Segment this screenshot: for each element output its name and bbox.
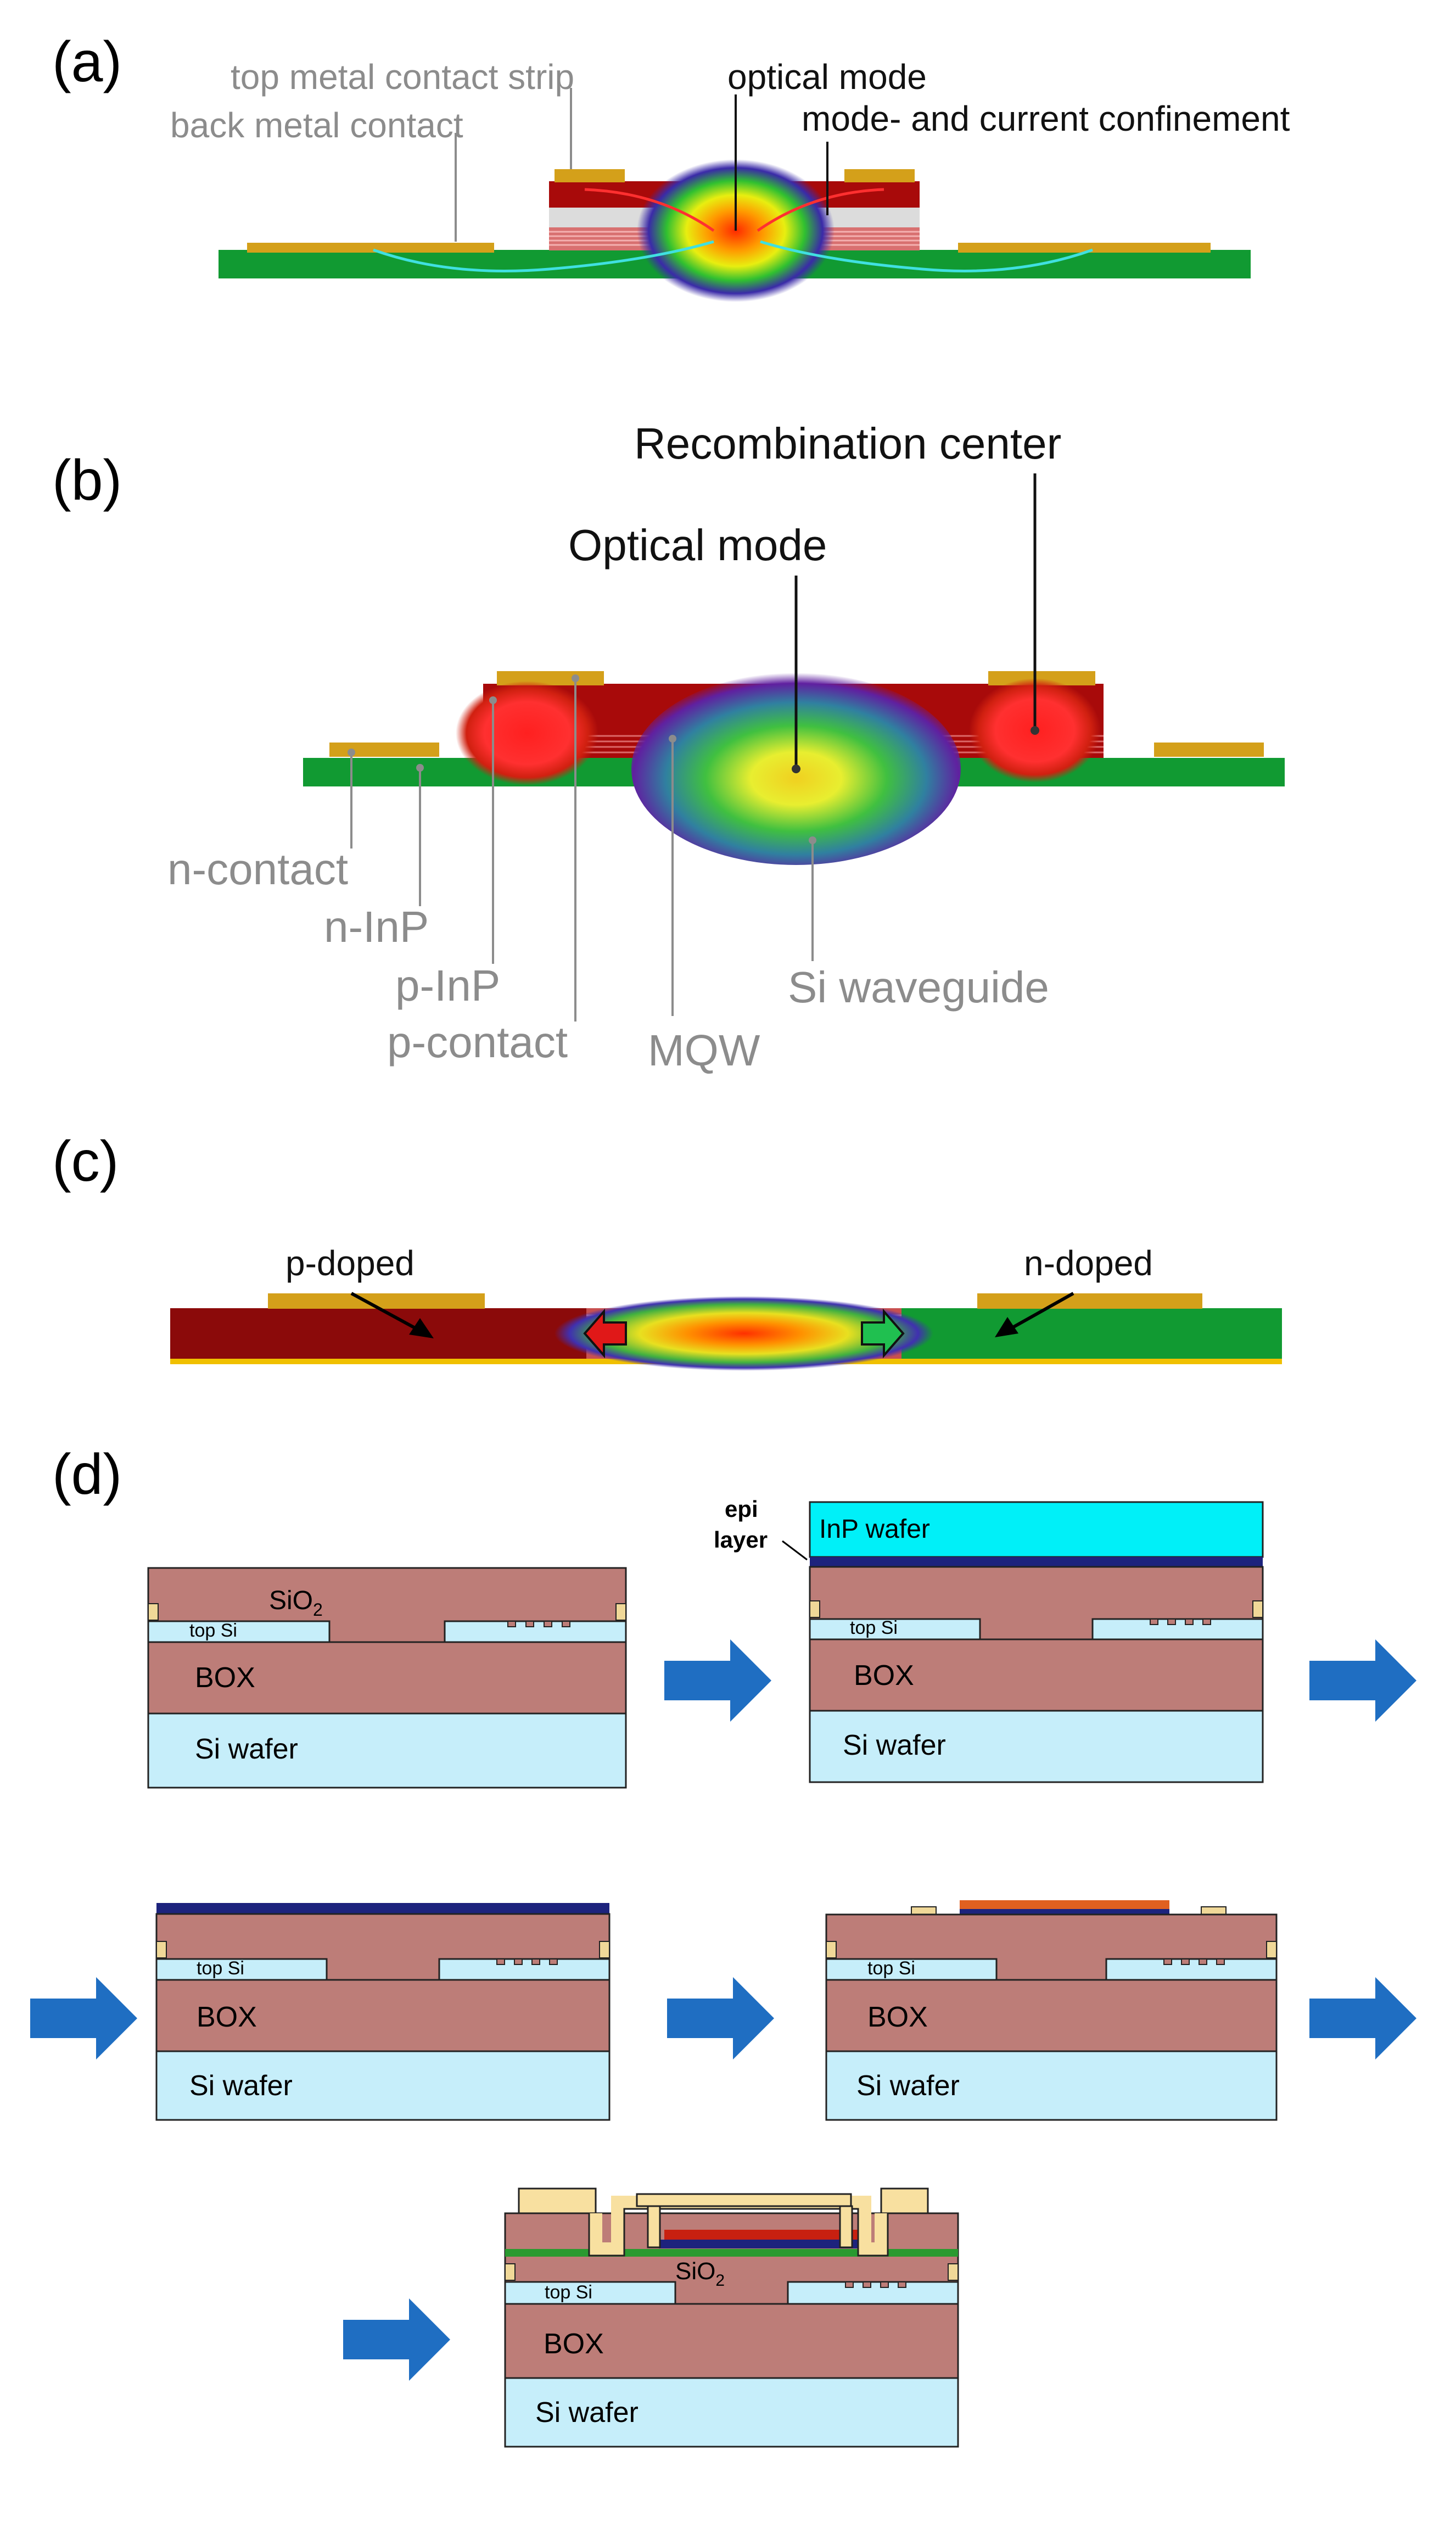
d5-box: BOX <box>544 2328 604 2360</box>
d-step-3: top Si BOX Si wafer <box>155 1903 611 2121</box>
c-arrow-left <box>583 1308 627 1359</box>
d3-box: BOX <box>197 2001 257 2033</box>
panel-d: (d) SiO2 top Si BOX Si wafer <box>30 1443 1416 2448</box>
d-arrow-4 <box>667 1977 774 2059</box>
b-label-mqw: MQW <box>648 1026 760 1075</box>
d-arrow-6 <box>343 2298 450 2381</box>
a-label-confinement: mode- and current confinement <box>802 99 1290 138</box>
d1-si-wafer: Si wafer <box>195 1733 298 1765</box>
a-back-contact-left <box>247 243 494 253</box>
d4-si-wafer: Si wafer <box>856 2070 960 2102</box>
d2-si-wafer: Si wafer <box>843 1729 946 1761</box>
a-label-top-metal: top metal contact strip <box>231 57 574 97</box>
b-n-contact-left <box>329 743 439 757</box>
panel-a-label: (a) <box>52 30 122 94</box>
b-label-p-contact: p-contact <box>387 1018 568 1067</box>
d-arrow-1 <box>664 1639 771 1722</box>
d4-box: BOX <box>867 2001 928 2033</box>
d-arrow-2 <box>1309 1639 1416 1722</box>
b-recombination-left <box>456 681 598 785</box>
c-contact-right <box>977 1293 1202 1309</box>
b-label-optical-mode: Optical mode <box>568 521 827 570</box>
c-arrow-right <box>861 1308 905 1359</box>
b-label-n-contact: n-contact <box>167 845 348 894</box>
d5-top-si: top Si <box>545 2282 592 2303</box>
panel-b-label: (b) <box>52 449 122 512</box>
panel-a: (a) top metal contact strip <box>52 30 1290 302</box>
d-arrow-5 <box>1309 1977 1416 2059</box>
d4-top-si: top Si <box>867 1958 915 1979</box>
a-back-contact-right <box>958 243 1211 253</box>
c-label-p-doped: p-doped <box>285 1243 415 1283</box>
a-top-contact-left <box>555 169 625 182</box>
panel-c: (c) p-doped n-doped <box>52 1130 1282 1371</box>
d2-inp-wafer: InP wafer <box>819 1515 930 1544</box>
b-n-contact-right <box>1154 743 1264 757</box>
c-label-n-doped: n-doped <box>1024 1243 1153 1283</box>
panel-b: (b) <box>52 419 1285 1075</box>
panel-d-label: (d) <box>52 1443 122 1506</box>
d1-top-si: top Si <box>189 1620 237 1641</box>
b-label-n-inp: n-InP <box>324 902 429 951</box>
d1-sio2: SiO2 <box>269 1586 323 1620</box>
a-label-back-metal: back metal contact <box>170 105 463 145</box>
d5-sio2: SiO2 <box>675 2258 725 2290</box>
d2-epi: epi <box>725 1496 758 1522</box>
d2-layer: layer <box>714 1527 768 1553</box>
b-label-si-waveguide: Si waveguide <box>788 963 1049 1012</box>
d3-top-si: top Si <box>197 1958 244 1979</box>
d1-box: BOX <box>195 1662 255 1694</box>
c-p-doped <box>170 1308 587 1359</box>
d-step-4: top Si BOX Si wafer <box>825 1900 1278 2121</box>
b-label-p-inp: p-InP <box>395 961 500 1010</box>
d-step-1: SiO2 top Si BOX Si wafer <box>147 1567 627 1789</box>
d3-si-wafer: Si wafer <box>189 2070 293 2102</box>
c-n-doped <box>900 1308 1282 1359</box>
d-step-2: InP wafer epi layer top Si BOX Si wafer <box>714 1496 1264 1783</box>
a-top-contact-right <box>844 169 915 182</box>
a-label-optical-mode: optical mode <box>727 57 927 97</box>
b-label-recombination: Recombination center <box>634 419 1061 468</box>
panel-c-label: (c) <box>52 1130 119 1193</box>
d-step-5: SiO2 top Si BOX Si wafer <box>504 2187 959 2448</box>
d2-box: BOX <box>854 1660 914 1692</box>
d-arrow-3 <box>30 1977 137 2059</box>
d5-si-wafer: Si wafer <box>535 2397 639 2429</box>
c-optical-mode <box>555 1296 933 1371</box>
d2-top-si: top Si <box>850 1617 898 1638</box>
